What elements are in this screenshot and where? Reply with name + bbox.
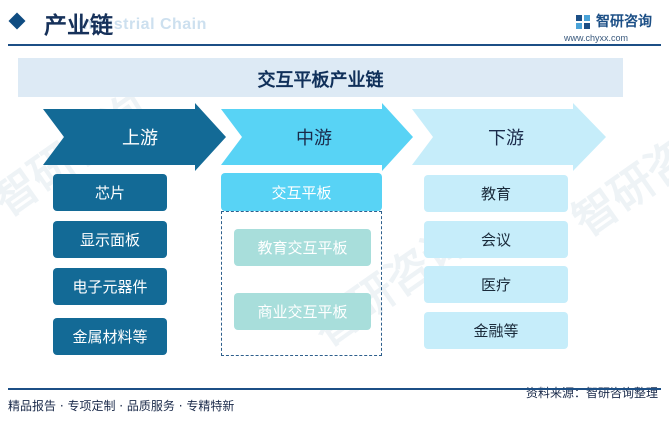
downstream-label: 下游 <box>488 128 524 149</box>
header-subtitle: Industrial Chain <box>78 16 207 33</box>
footer-divider <box>8 388 661 390</box>
source-note: 资料来源：智研咨询整理 <box>525 386 658 400</box>
logo-name: 智研咨询 <box>596 14 652 30</box>
logo-url: www.chyxx.com <box>564 33 629 43</box>
downstream-item: 教育 <box>424 175 568 212</box>
midstream-item: 教育交互平板 <box>234 229 371 266</box>
downstream-item: 医疗 <box>424 266 568 303</box>
midstream-group <box>221 211 382 356</box>
midstream-item: 商业交互平板 <box>234 293 371 330</box>
upstream-item: 芯片 <box>53 174 167 211</box>
diagram-title-banner: 交互平板产业链 <box>18 58 623 97</box>
downstream-item: 金融等 <box>424 312 568 349</box>
page-title: 产业链 <box>44 13 113 39</box>
upstream-item: 显示面板 <box>53 221 167 258</box>
downstream-arrow <box>412 103 606 171</box>
diagram-title: 交互平板产业链 <box>257 70 384 91</box>
midstream-arrow <box>221 103 413 171</box>
midstream-label: 中游 <box>296 128 332 149</box>
upstream-label: 上游 <box>122 128 158 149</box>
footer-tagline: 精品报告 · 专项定制 · 品质服务 · 专精特新 <box>8 399 235 413</box>
upstream-arrow <box>43 103 226 171</box>
upstream-item: 电子元器件 <box>53 268 167 305</box>
header-divider <box>8 44 661 46</box>
downstream-item: 会议 <box>424 221 568 258</box>
midstream-head: 交互平板 <box>221 173 382 211</box>
logo-icon <box>576 15 590 29</box>
upstream-item: 金属材料等 <box>53 318 167 355</box>
